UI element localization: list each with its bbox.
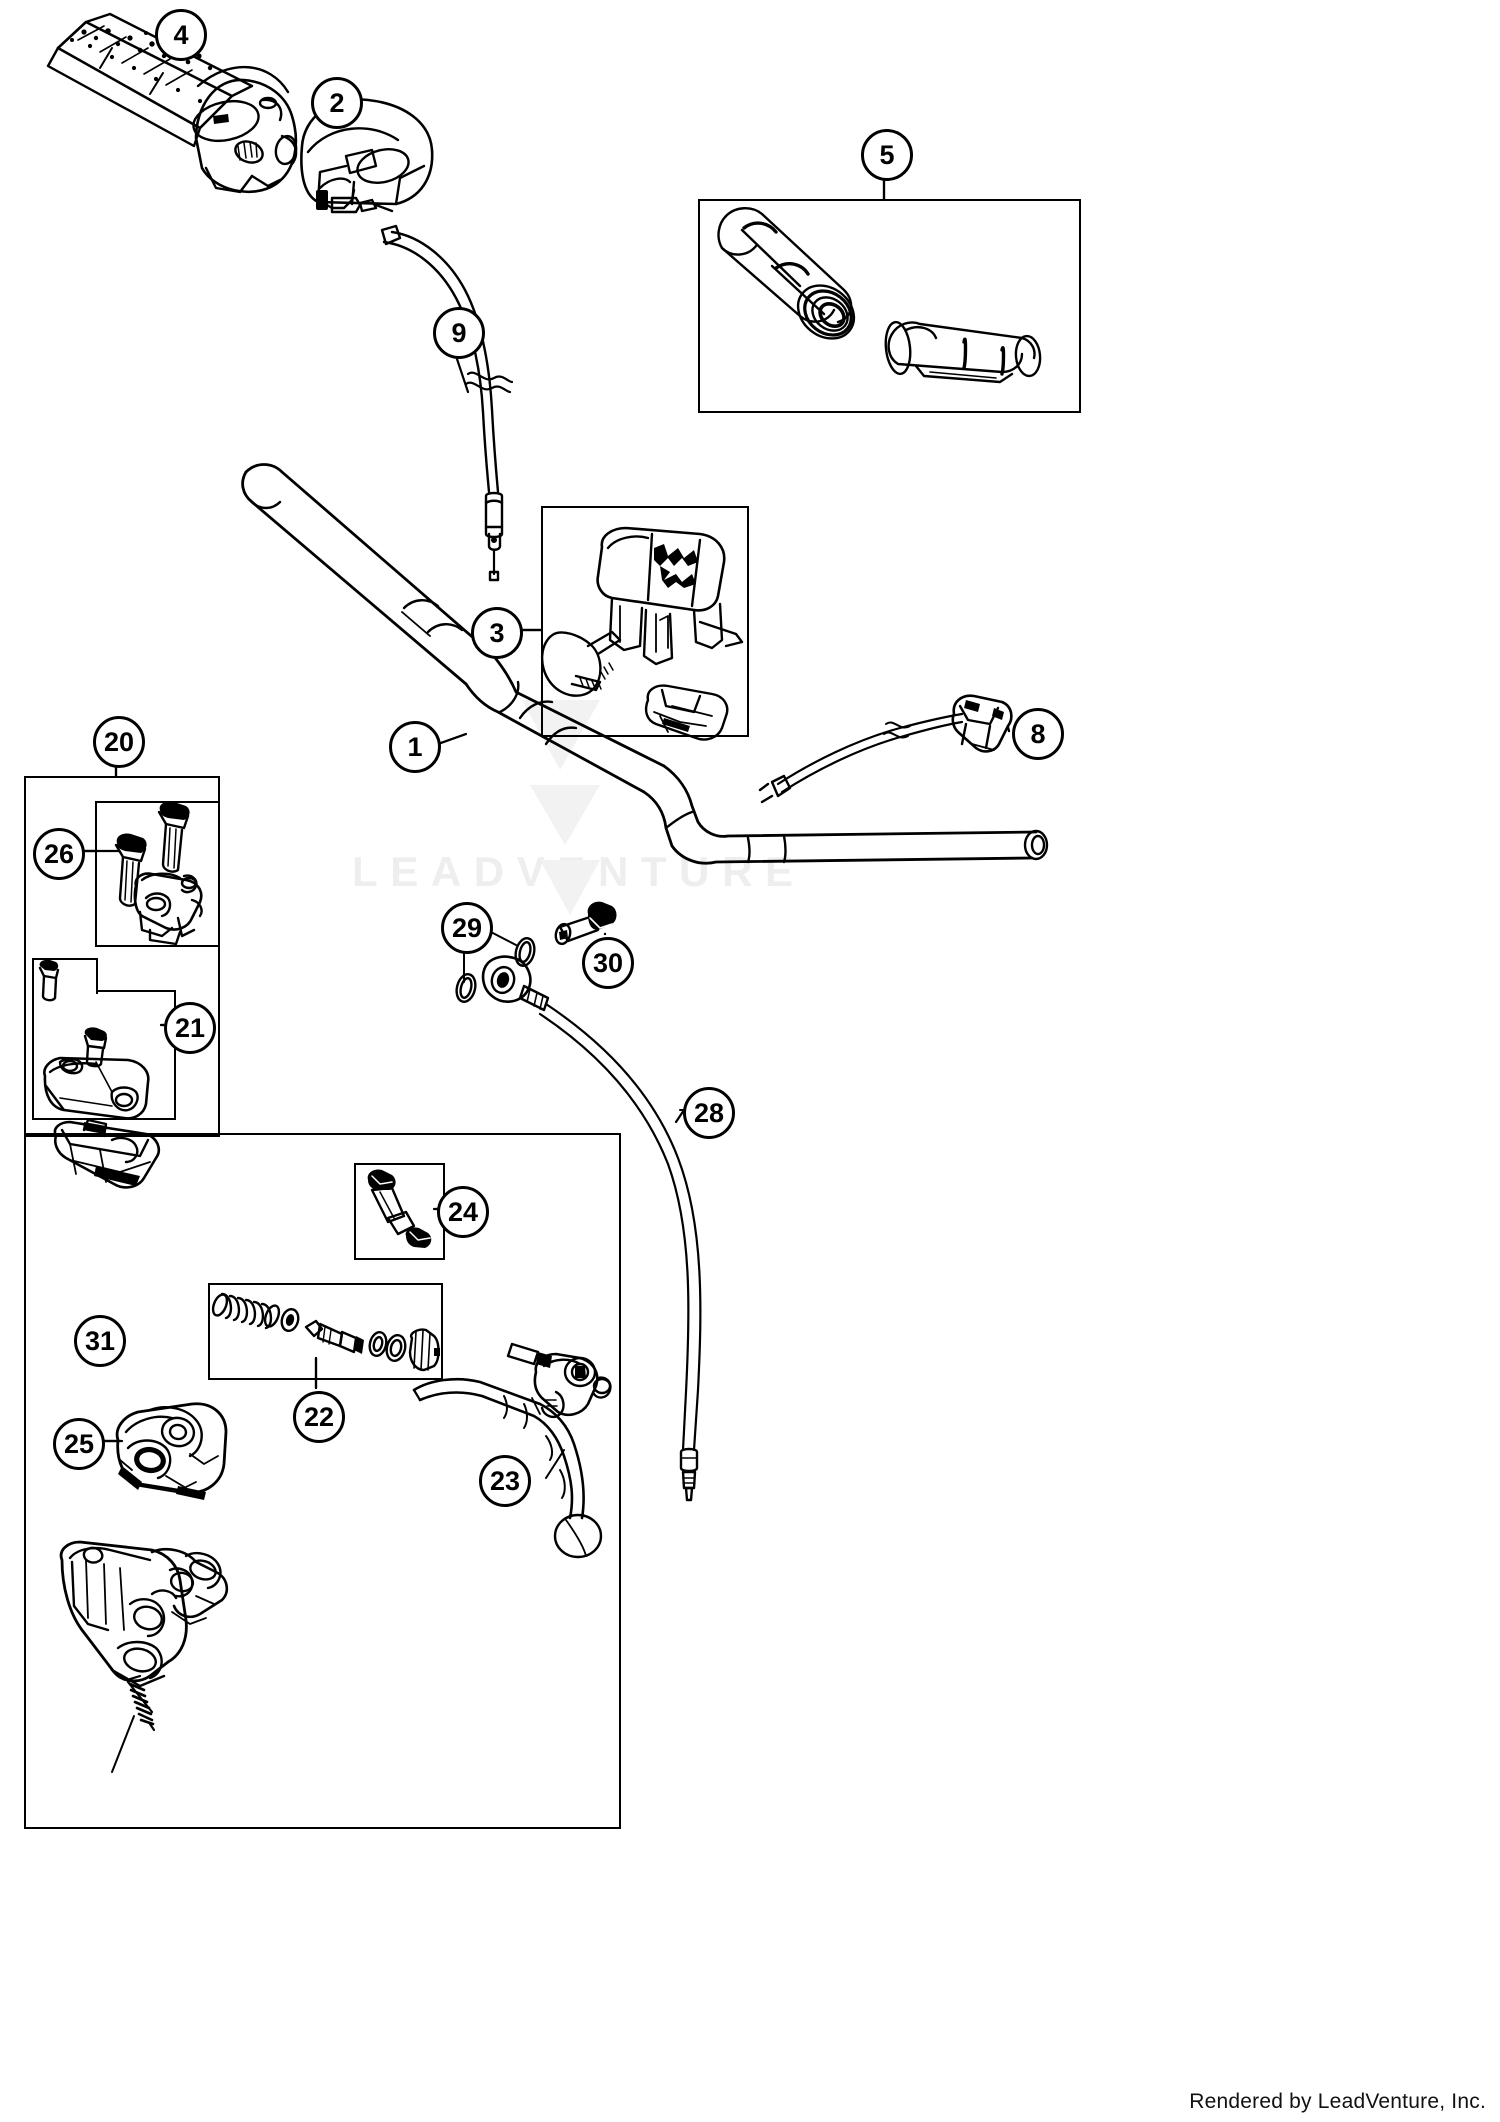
part-handlebar-clamp-kit — [80, 763, 203, 946]
callout-23[interactable]: 23 — [479, 1455, 531, 1507]
callout-9[interactable]: 9 — [433, 307, 485, 359]
callout-29[interactable]: 29 — [441, 902, 493, 954]
housing-screw-mid — [83, 1027, 108, 1068]
callout-31[interactable]: 31 — [74, 1315, 126, 1367]
handlebar-clamp-body — [133, 872, 203, 946]
part-handlebar-pad-kit — [518, 526, 744, 741]
group-box-clamp-kit — [24, 776, 220, 1137]
repair-kit-cup — [280, 1307, 300, 1333]
repair-kit-piston — [304, 1319, 364, 1354]
repair-kit-spring — [211, 1292, 281, 1330]
clamp-bolt-upper — [157, 801, 190, 873]
callout-4[interactable]: 4 — [155, 9, 207, 61]
part-handlebar-grip-set — [717, 176, 1042, 384]
part-master-cylinder-body — [59, 1540, 229, 1688]
housing-screw-small — [38, 959, 60, 1002]
callout-24[interactable]: 24 — [437, 1186, 489, 1238]
callout-21[interactable]: 21 — [164, 1002, 216, 1054]
switch-housing-bracket — [53, 1118, 160, 1189]
part-brake-lever — [412, 1342, 612, 1559]
leader-9 — [454, 354, 470, 394]
callout-28[interactable]: 28 — [683, 1087, 735, 1139]
banjo-bolt — [554, 901, 617, 946]
callout-2[interactable]: 2 — [311, 77, 363, 129]
ktm-logo-icon — [654, 544, 698, 588]
group-box-switch-housing-body — [32, 992, 176, 1120]
repair-kit-boot — [408, 1328, 440, 1372]
part-switch-housing-kit — [38, 959, 212, 1189]
callout-22[interactable]: 22 — [293, 1391, 345, 1443]
switch-housing-cover — [43, 1056, 150, 1120]
leader-1 — [436, 732, 468, 746]
part-throttle-cable-fitting — [316, 177, 394, 214]
group-box-switch-housing-top — [32, 958, 98, 994]
group-box-grip-set — [698, 199, 1081, 413]
leader-28 — [674, 1108, 686, 1124]
callout-8[interactable]: 8 — [1012, 708, 1064, 760]
group-box-repair-kit — [208, 1283, 443, 1380]
group-box-switch-housing-step — [96, 990, 176, 994]
part-return-spring — [111, 1674, 156, 1773]
group-box-handlebar-pad — [541, 506, 749, 737]
part-pivot-screw-kit — [367, 1169, 447, 1248]
leader-8 — [1006, 725, 1011, 733]
part-brake-line — [481, 955, 702, 1502]
callout-3[interactable]: 3 — [471, 607, 523, 659]
callout-26[interactable]: 26 — [33, 828, 85, 880]
callout-25[interactable]: 25 — [53, 1418, 105, 1470]
callout-20[interactable]: 20 — [93, 716, 145, 768]
group-box-lower-assembly — [24, 1133, 621, 1829]
callout-30[interactable]: 30 — [582, 937, 634, 989]
group-box-clamp-bolts — [95, 801, 220, 947]
callout-1[interactable]: 1 — [389, 721, 441, 773]
callout-5[interactable]: 5 — [861, 129, 913, 181]
render-credit: Rendered by LeadVenture, Inc. — [1189, 2090, 1486, 2113]
part-engine-stop-switch-harness — [758, 694, 1013, 804]
